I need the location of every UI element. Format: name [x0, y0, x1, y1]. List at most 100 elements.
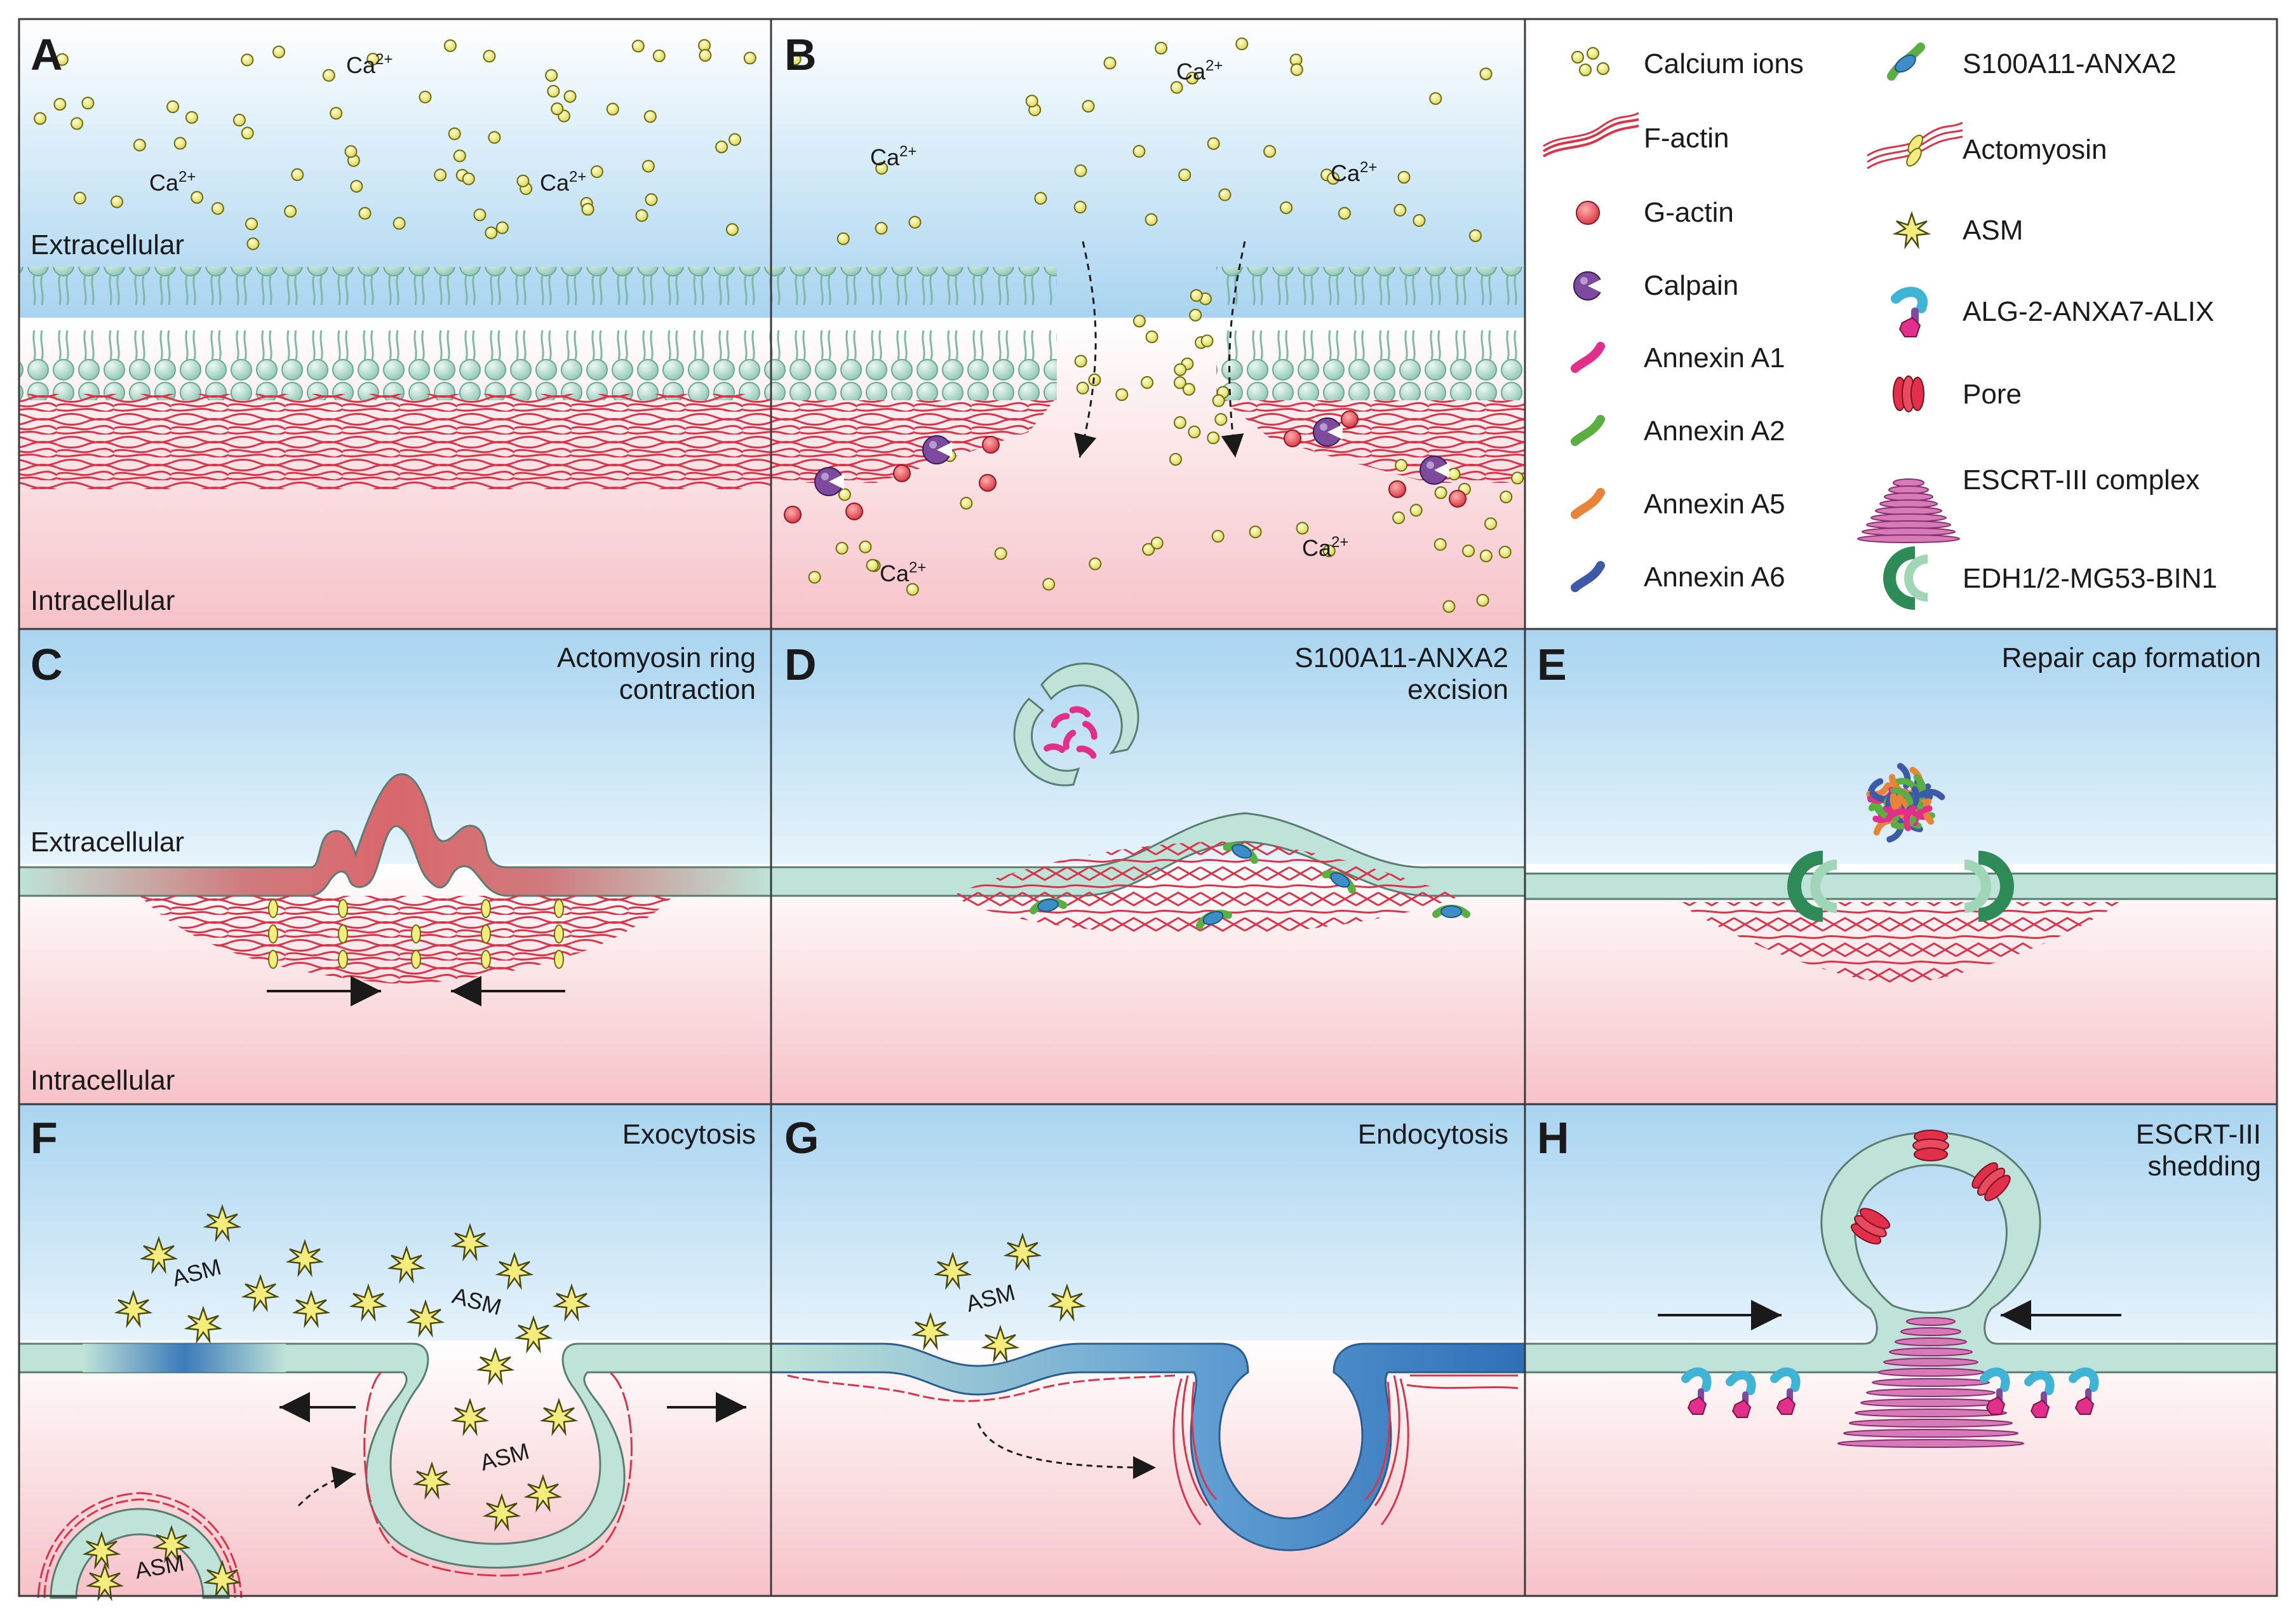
alg2-anxa7-alix — [2069, 1367, 2099, 1415]
alg2-anxa7-alix — [1681, 1367, 1712, 1415]
legend-label: Annexin A5 — [1644, 489, 1785, 520]
calcium-ion — [185, 111, 198, 124]
myosin — [268, 950, 278, 969]
panel-title: Actomyosin ring — [557, 642, 756, 673]
myosin — [411, 924, 421, 943]
calcium-ion — [1155, 41, 1168, 55]
panel-title: ESCRT-III — [2136, 1119, 2261, 1150]
g-actin — [1341, 410, 1359, 428]
panel-label-g: G — [784, 1113, 819, 1163]
myosin — [268, 924, 278, 943]
myosin — [338, 924, 348, 943]
calcium-ion — [1479, 550, 1493, 563]
calcium-ion — [322, 69, 335, 82]
calcium-ion — [291, 168, 304, 181]
pore-on-bud — [1912, 1130, 1949, 1161]
calcium-ion — [1145, 213, 1158, 226]
panel-title: contraction — [619, 674, 756, 705]
calcium-ion — [1025, 95, 1038, 108]
calcium-ion — [344, 145, 358, 158]
alg2-anxa7-alix — [1726, 1370, 1756, 1418]
calcium-ion — [1073, 200, 1087, 213]
ca-influx-arrow — [1074, 241, 1097, 458]
ca-charge: 2+ — [178, 168, 196, 186]
annexin — [1876, 804, 1900, 821]
calcium-ion — [590, 165, 603, 179]
actin-cortex — [363, 1371, 633, 1577]
calcium-ion — [581, 203, 594, 216]
legend-label: ASM — [1963, 215, 2023, 246]
legend-label: Pore — [1963, 379, 2022, 410]
panel-label-d: D — [784, 640, 817, 689]
calcium-ion — [1089, 557, 1102, 571]
panel-title: S100A11-ANXA2 — [1294, 642, 1508, 673]
calcium-ion — [473, 208, 487, 222]
calcium-ion — [166, 100, 180, 114]
calcium-ion — [1447, 468, 1461, 481]
calcium-ion — [699, 49, 712, 62]
myosin — [554, 924, 564, 943]
escrt-iii-ring — [1857, 534, 1960, 543]
f-actin-icon — [1542, 112, 1639, 158]
calcium-ion — [1429, 92, 1442, 105]
panel-b: B Ca2+ Ca2+ Ca2+ Ca2+ Ca2+ — [771, 19, 1525, 629]
alg2-anxa7-alix-icon — [1891, 287, 1928, 337]
calcium-ion — [73, 191, 86, 205]
s100a11-anxa2 — [1223, 842, 1259, 864]
calcium-ion — [1190, 289, 1203, 302]
panel-e: E Repair cap formation — [1524, 629, 2278, 1104]
calcium-ion — [1433, 537, 1447, 551]
ca-charge: 2+ — [1205, 57, 1223, 74]
escrt-iii-complex-icon — [1857, 478, 1960, 543]
calcium-ion — [906, 583, 919, 596]
calcium-ion — [1409, 504, 1423, 517]
calcium-ion — [838, 488, 851, 501]
annexin-a1 — [1063, 729, 1077, 750]
calcium-ion — [635, 209, 648, 222]
calcium-ion — [1115, 388, 1129, 402]
ca-charge: 2+ — [1360, 159, 1377, 176]
calcium-ions-icon — [1571, 47, 1609, 76]
annexin-a6-icon — [1571, 561, 1605, 592]
calcium-ion — [485, 226, 498, 240]
intracellular-label: Intracellular — [30, 585, 175, 616]
calcium-ion — [1170, 81, 1183, 94]
legend-label: EDH1/2-MG53-BIN1 — [1963, 563, 2217, 594]
edh-mg53-bin1-left — [1787, 851, 1837, 922]
calcium-ion — [1280, 201, 1293, 214]
calcium-ion — [643, 110, 657, 123]
legend-label: S100A11-ANXA2 — [1963, 48, 2177, 79]
calcium-ion — [1132, 314, 1146, 328]
annexin-a5-icon — [1571, 488, 1605, 519]
edh-mg53-bin1-right — [1964, 851, 2014, 922]
calcium-ion — [232, 114, 246, 127]
calcium-ion — [606, 102, 619, 116]
calcium-ion — [1103, 57, 1117, 70]
calcium-ion — [284, 205, 297, 218]
ca-text: Ca — [1176, 58, 1206, 84]
calcium-ion — [358, 206, 372, 220]
calcium-ion — [1498, 545, 1512, 558]
calcium-ion — [743, 51, 756, 65]
g-actin — [1388, 480, 1406, 498]
legend-label: Annexin A2 — [1644, 416, 1785, 447]
calcium-ion — [1476, 593, 1489, 607]
panel-f: F Exocytosis ASM ASM ASM ASM — [18, 1104, 772, 1600]
annexin-a1 — [1076, 745, 1097, 759]
excised-vesicle — [1013, 662, 1139, 787]
g-actin — [982, 436, 1000, 454]
panel-h: H ESCRT-III shedding — [1524, 1104, 2278, 1596]
ca-label: Ca2+ — [1302, 534, 1348, 561]
ca-text: Ca — [346, 52, 376, 78]
calcium-ion — [908, 215, 922, 229]
calcium-ion — [652, 49, 666, 62]
calcium-ion — [1327, 172, 1340, 185]
escrt-iii-ring — [1877, 1368, 1984, 1377]
s100a11-anxa2 — [1432, 905, 1470, 918]
calcium-ion — [1141, 376, 1154, 389]
calcium-ions — [34, 39, 756, 250]
ca-label: Ca2+ — [1176, 57, 1223, 84]
calcium-ion — [34, 112, 47, 125]
pore-on-bud — [1971, 1162, 2011, 1201]
